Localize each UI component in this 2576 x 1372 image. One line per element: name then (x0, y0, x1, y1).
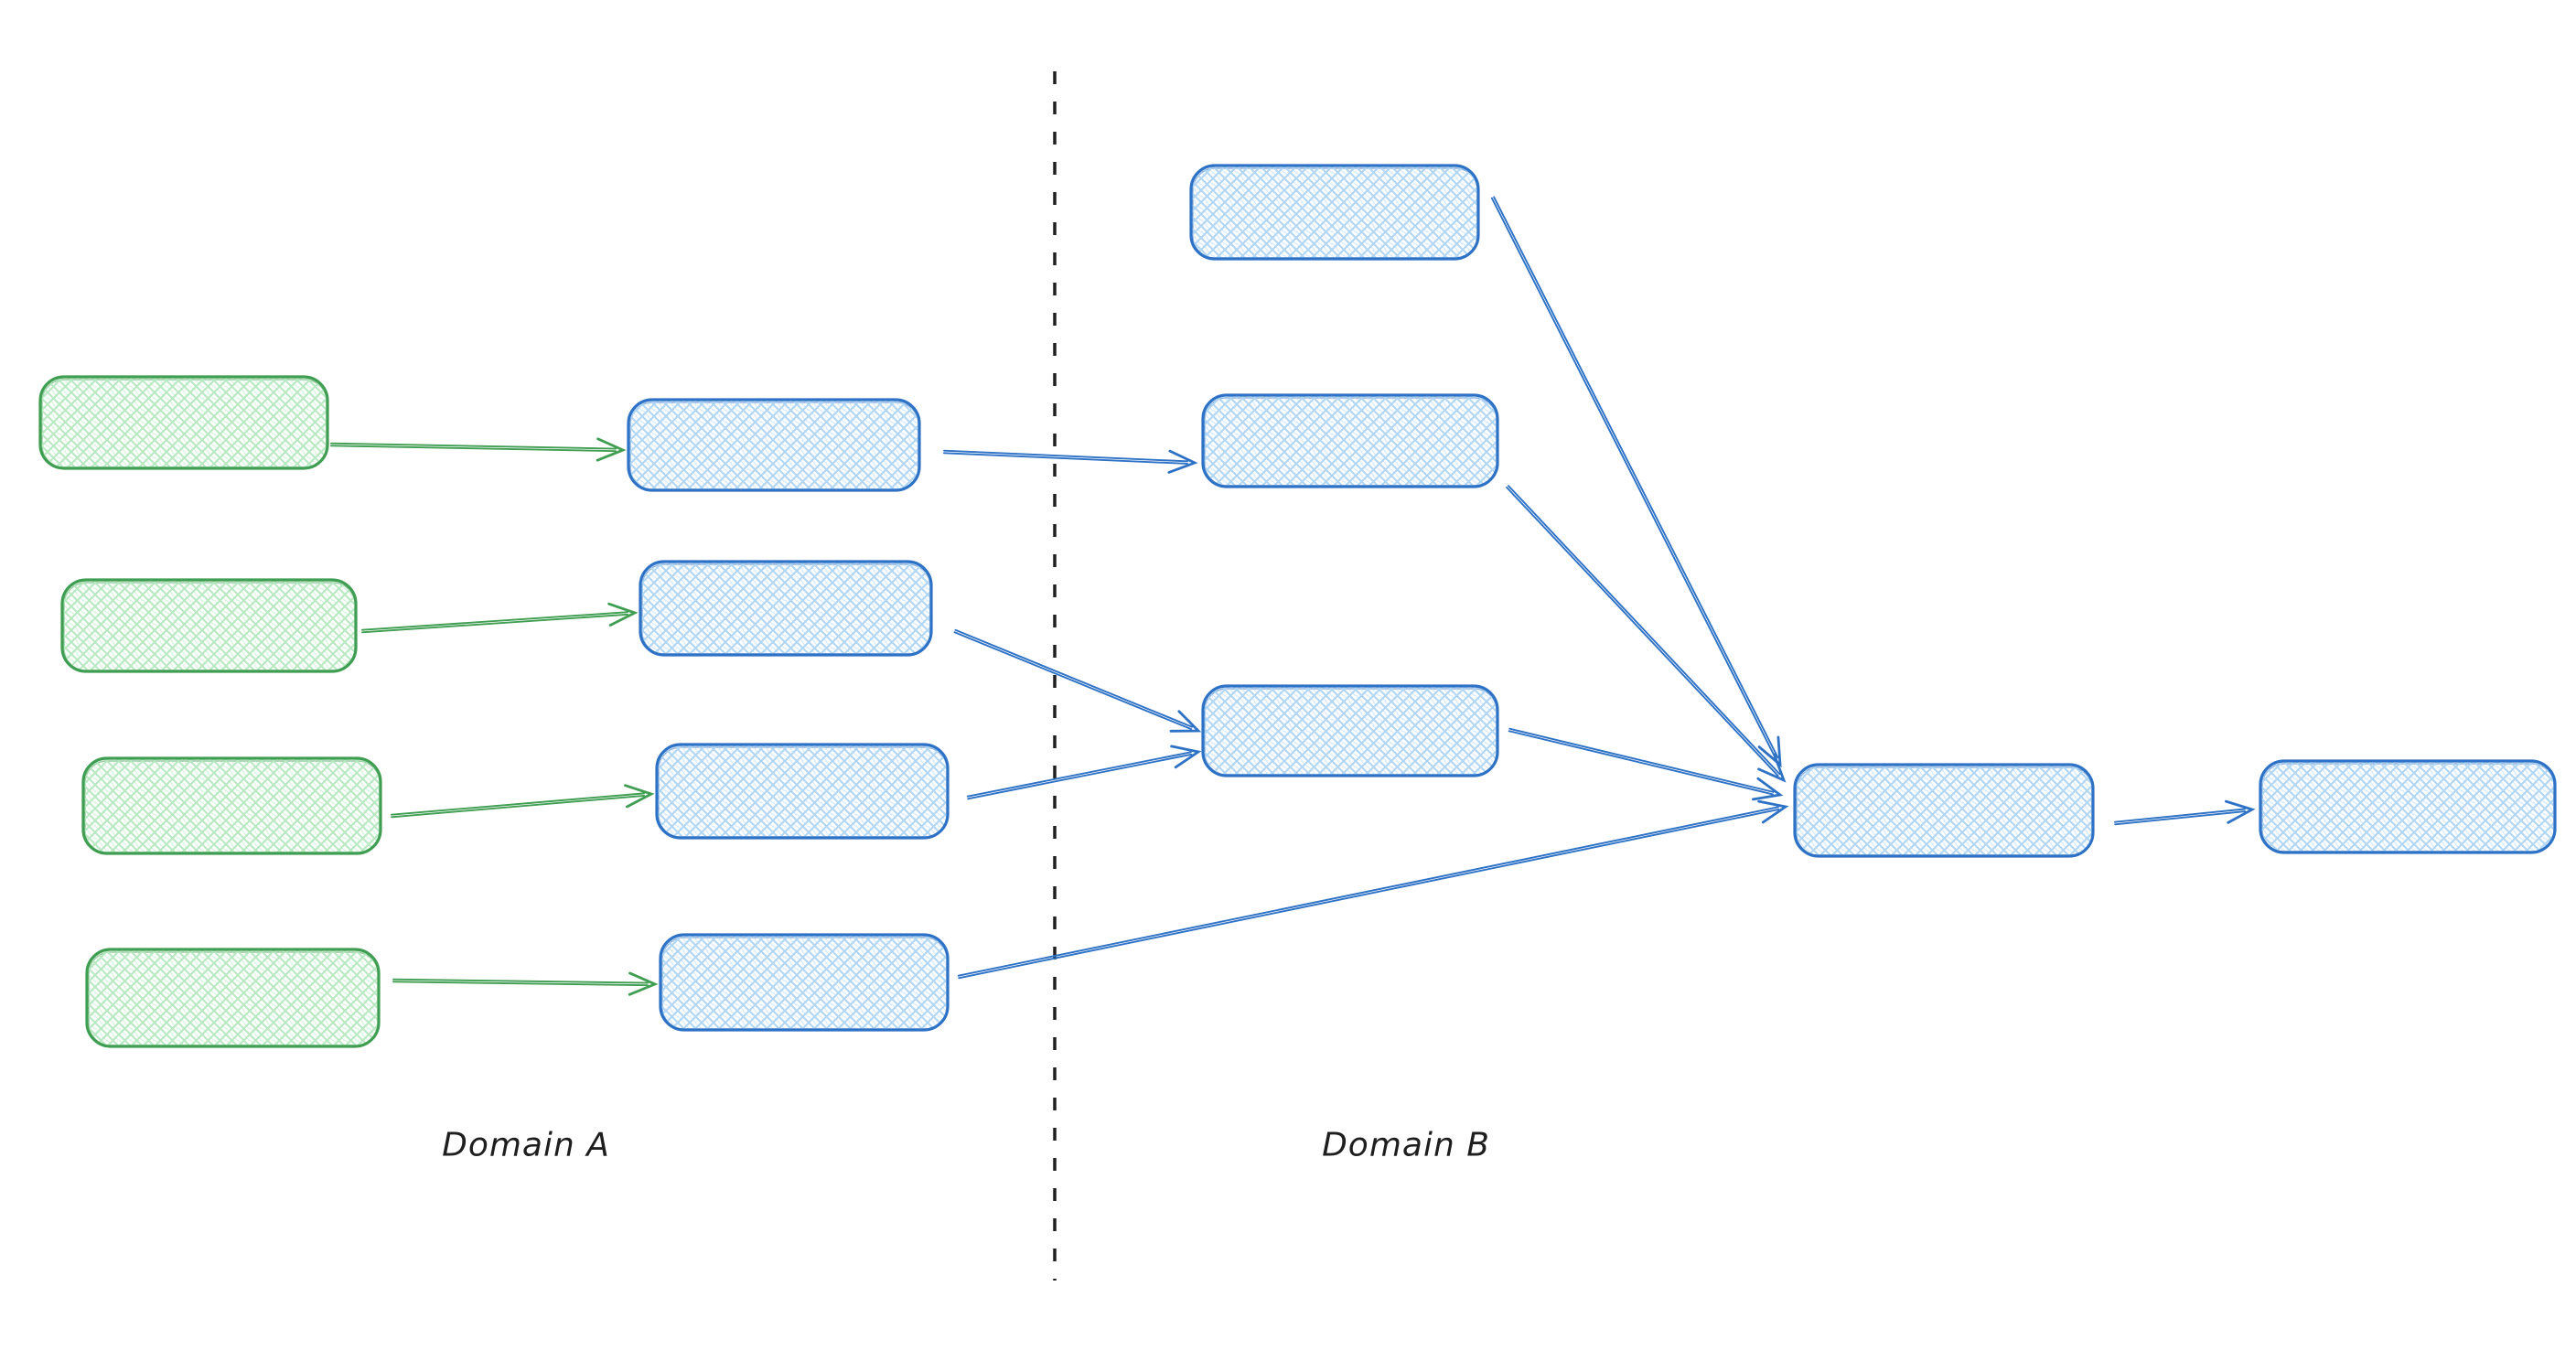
domain-b-label[interactable]: Domain B (1322, 1126, 1490, 1164)
arrow-merge-to-output[interactable] (2113, 799, 2256, 826)
arrow-green1-to-a1[interactable] (330, 437, 627, 462)
arrow-a4-to-merge[interactable] (957, 799, 1789, 980)
blue-box-a4[interactable] (659, 933, 950, 1032)
arrow-green2-to-a2[interactable] (360, 602, 639, 634)
blue-box-output[interactable] (2259, 759, 2557, 854)
arrow-a3-to-b3[interactable] (966, 745, 1202, 800)
arrow-green4-to-a4[interactable] (392, 971, 659, 996)
arrow-b1-to-merge[interactable] (1490, 196, 1782, 768)
arrow-b3-to-merge[interactable] (1508, 727, 1784, 801)
arrow-green3-to-a3[interactable] (390, 784, 655, 819)
green-box-1[interactable] (38, 375, 329, 470)
blue-box-a1[interactable] (627, 398, 921, 492)
green-box-2[interactable] (60, 578, 358, 673)
blue-box-b1[interactable] (1189, 164, 1480, 261)
domain-a-label[interactable]: Domain A (442, 1126, 610, 1164)
arrow-b2-to-merge[interactable] (1506, 485, 1787, 783)
green-box-3[interactable] (81, 756, 382, 855)
green-box-4[interactable] (85, 948, 381, 1048)
blue-box-b2[interactable] (1201, 393, 1499, 488)
blue-box-b3[interactable] (1201, 684, 1499, 777)
blue-box-merge[interactable] (1793, 763, 2095, 858)
blue-box-a3[interactable] (655, 743, 950, 840)
blue-box-a2[interactable] (639, 560, 933, 657)
arrow-a1-to-b2[interactable] (942, 449, 1198, 474)
arrow-a2-to-b3[interactable] (953, 628, 1202, 733)
